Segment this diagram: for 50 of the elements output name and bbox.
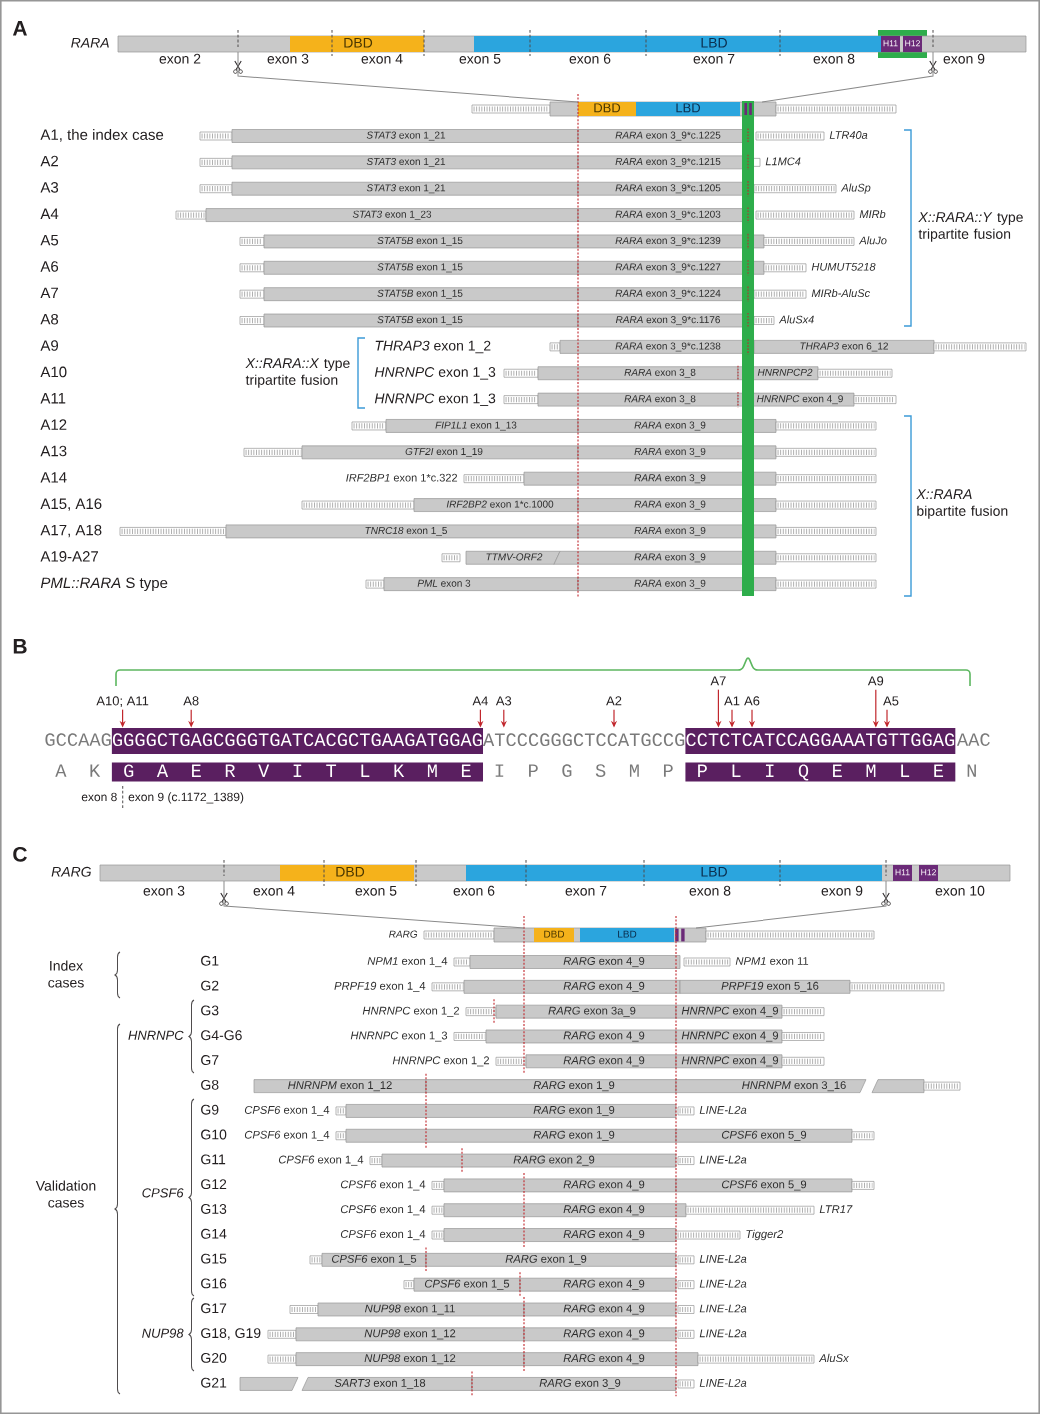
hatched-segment xyxy=(199,131,233,141)
residue-text: A K xyxy=(55,764,101,777)
hatched-segment xyxy=(775,579,877,589)
hatched-segment xyxy=(851,1131,875,1141)
hatched-segment xyxy=(933,342,1027,352)
hatched-segment xyxy=(775,553,877,563)
hatched-segment xyxy=(775,474,877,484)
zoom-line xyxy=(761,51,934,103)
zoom-line xyxy=(223,880,525,929)
hatched-segment xyxy=(853,395,897,404)
panel-letter: A xyxy=(12,21,27,36)
hatched-segment xyxy=(301,500,415,510)
panel-letter: C xyxy=(13,846,27,862)
exon-segment xyxy=(239,1377,299,1391)
residue-text: I P G S M P xyxy=(495,764,673,777)
exon-segment xyxy=(871,1079,925,1093)
hatched-segment xyxy=(781,1007,825,1016)
hatched-segment xyxy=(309,1255,323,1265)
hatched-segment xyxy=(851,1181,875,1190)
panel-letter: B xyxy=(13,639,27,654)
residue-text: N xyxy=(967,764,976,777)
zoom-line xyxy=(695,880,887,929)
sequence-text: GCCAAG xyxy=(45,733,111,746)
hatched-segment xyxy=(705,930,875,940)
highlighted-residues: G A E R V I T L K M E xyxy=(111,762,483,782)
highlighted-residues: P L I Q E M L E xyxy=(685,762,956,782)
hatched-segment xyxy=(175,210,207,220)
hatched-segment xyxy=(119,527,227,536)
sequence-text: ATCCCGGGCTCCATGCCG xyxy=(483,733,685,747)
hatched-segment xyxy=(351,421,387,431)
hatched-segment xyxy=(775,527,877,536)
sequence-text: AAC xyxy=(956,733,990,746)
hatched-segment xyxy=(243,447,303,457)
hatched-segment xyxy=(817,368,893,378)
hatched-segment xyxy=(775,421,877,431)
highlighted-sequence: CCTCTCATCCAGGAAATGTTGGAG xyxy=(685,728,956,754)
hatched-segment xyxy=(267,1354,297,1364)
hatched-segment xyxy=(849,982,945,992)
hatched-segment xyxy=(471,104,551,114)
hatched-segment xyxy=(923,1081,961,1091)
zoom-line xyxy=(237,51,579,103)
hatched-segment xyxy=(775,500,877,510)
hatched-segment xyxy=(549,342,561,352)
hatched-segment xyxy=(441,553,461,563)
hatched-segment xyxy=(365,579,385,589)
highlighted-sequence: GGGGCTGAGCGGGTGATCACGCTGAAGATGGAG xyxy=(111,728,483,754)
hatched-segment xyxy=(781,1032,825,1041)
hatched-segment xyxy=(775,447,877,457)
hatched-segment xyxy=(775,104,897,114)
hatched-segment xyxy=(781,1056,825,1066)
